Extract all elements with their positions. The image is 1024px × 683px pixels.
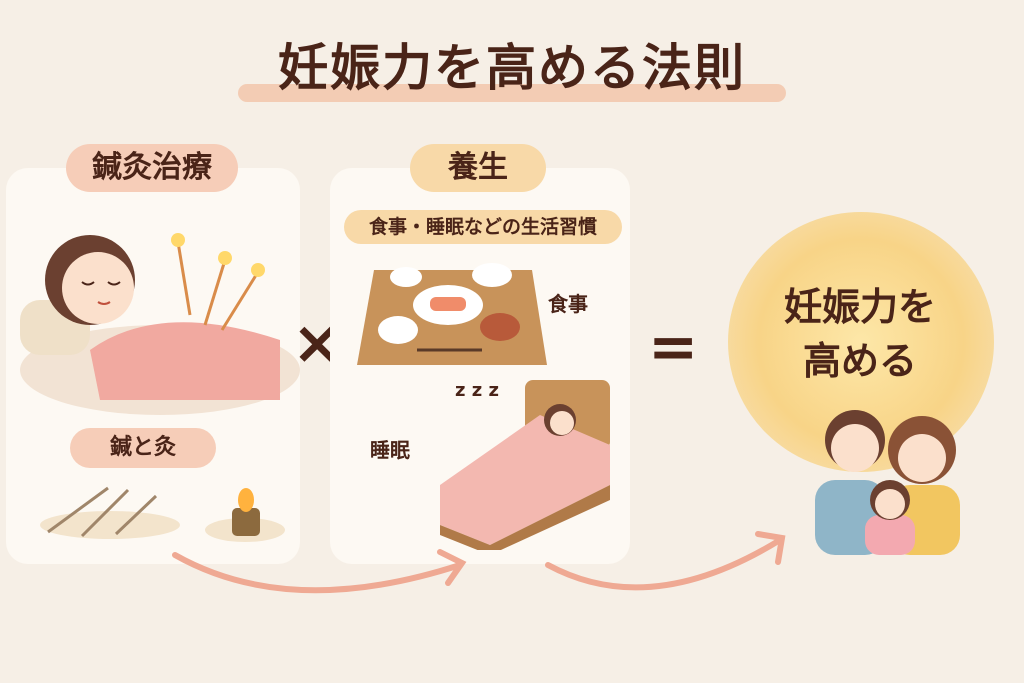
woman-receiving-acupuncture-illustration (20, 233, 300, 415)
meal-label: 食事 (548, 292, 588, 316)
result-text: 妊娠力を 高める (750, 280, 970, 388)
needle-moxa-label: 鍼と灸 (70, 428, 216, 468)
title-underline (238, 84, 786, 102)
result-line-1: 妊娠力を (783, 285, 936, 329)
self-care-heading: 養生 (410, 144, 546, 192)
meal-tray-illustration (357, 263, 547, 365)
needles-and-moxa-illustration (40, 486, 285, 542)
sleeping-bed-illustration (440, 380, 610, 550)
equals-operator: = (648, 312, 699, 382)
sleep-label: 睡眠 (370, 438, 410, 462)
arrow-to-self-care (172, 552, 463, 594)
result-line-2: 高める (802, 339, 917, 383)
acupuncture-heading: 鍼灸治療 (66, 144, 238, 192)
lifestyle-subheading: 食事・睡眠などの生活習慣 (344, 210, 622, 244)
page-title: 妊娠力を高める法則 (278, 39, 746, 97)
family-illustration (815, 410, 960, 555)
sleep-zzz: z z z (455, 380, 499, 401)
arrow-to-result (545, 537, 783, 591)
